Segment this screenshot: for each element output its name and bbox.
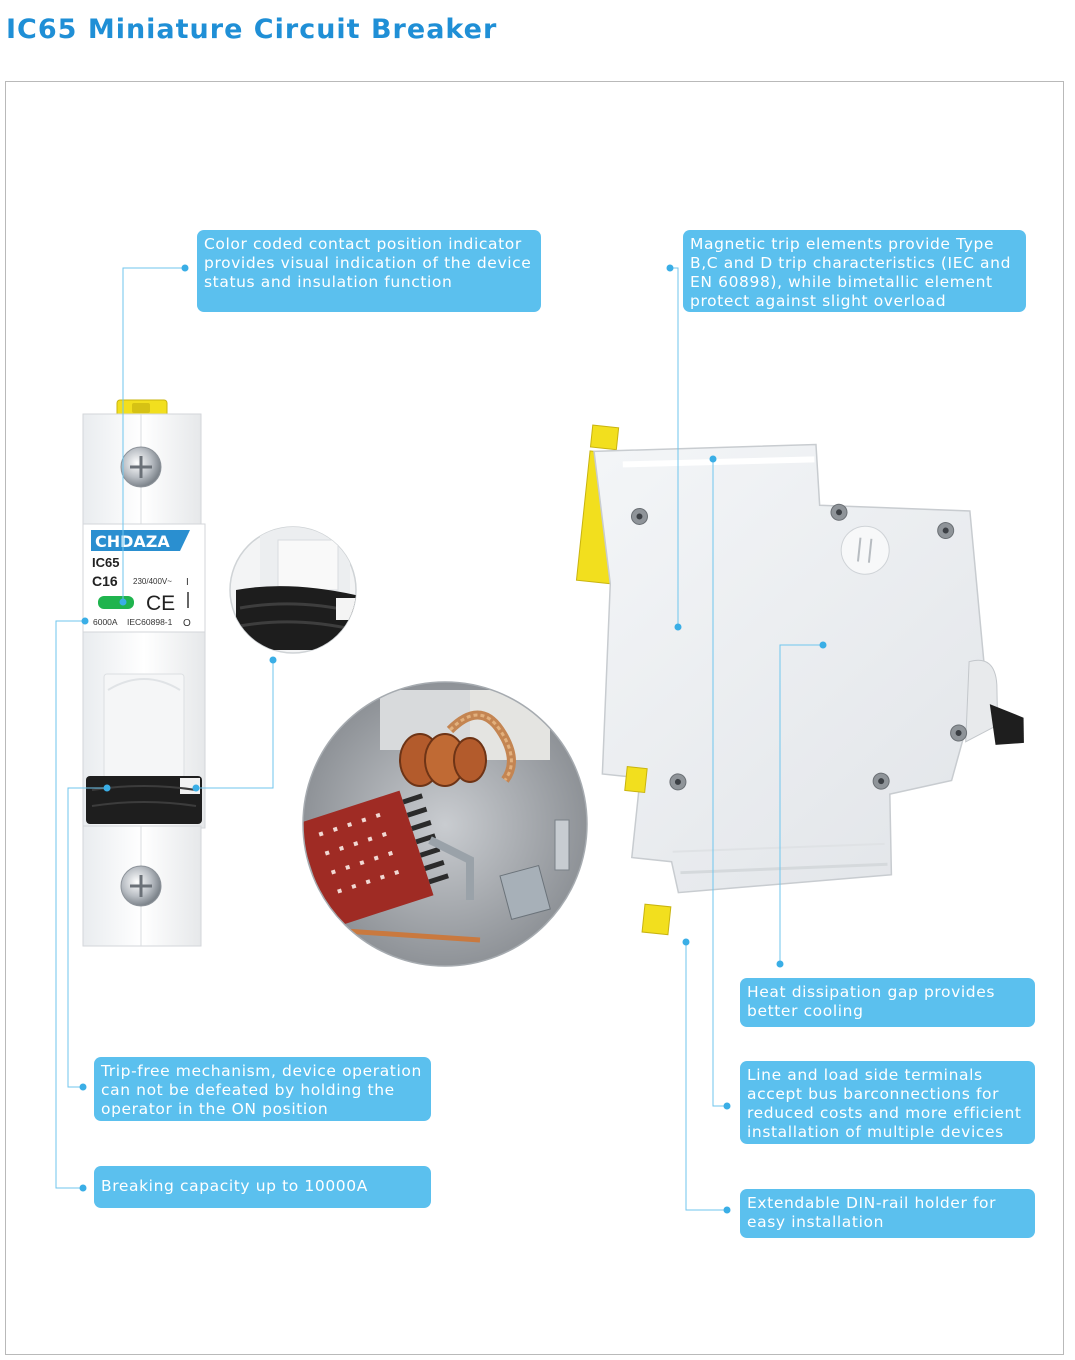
- voltage-label: 230/400V~: [133, 577, 172, 586]
- callout-trip-free: Trip-free mechanism, device operation ca…: [94, 1057, 431, 1121]
- capacity-label: 6000A: [93, 617, 118, 627]
- callout-contact-indicator: Color coded contact position indicator p…: [197, 230, 541, 312]
- internal-mechanism-view: [302, 681, 588, 967]
- rating-label: C16: [92, 573, 118, 589]
- callout-din-rail: Extendable DIN-rail holder for easy inst…: [740, 1189, 1035, 1238]
- breaker-front-view: CHDAZA IC65 C16 230/400V~ I CE 6000A IEC…: [82, 399, 206, 947]
- callout-terminals: Line and load side terminals accept bus …: [740, 1061, 1035, 1144]
- callout-breaking-capacity: Breaking capacity up to 10000A: [94, 1166, 431, 1208]
- content-frame: [5, 81, 1064, 1355]
- toggle-detail-magnifier: [229, 526, 357, 654]
- brand-logo: CHDAZA: [95, 532, 170, 551]
- ce-mark-icon: CE: [146, 592, 175, 615]
- off-symbol: O: [183, 618, 191, 629]
- callout-heat-dissipation: Heat dissipation gap provides better coo…: [740, 978, 1035, 1027]
- breaker-side-view: [575, 424, 1024, 936]
- standard-label: IEC60898-1: [127, 617, 173, 627]
- on-symbol: I: [186, 577, 189, 588]
- model-label: IC65: [92, 555, 119, 570]
- callout-magnetic-trip: Magnetic trip elements provide Type B,C …: [683, 230, 1026, 312]
- page-title: IC65 Miniature Circuit Breaker: [6, 14, 498, 45]
